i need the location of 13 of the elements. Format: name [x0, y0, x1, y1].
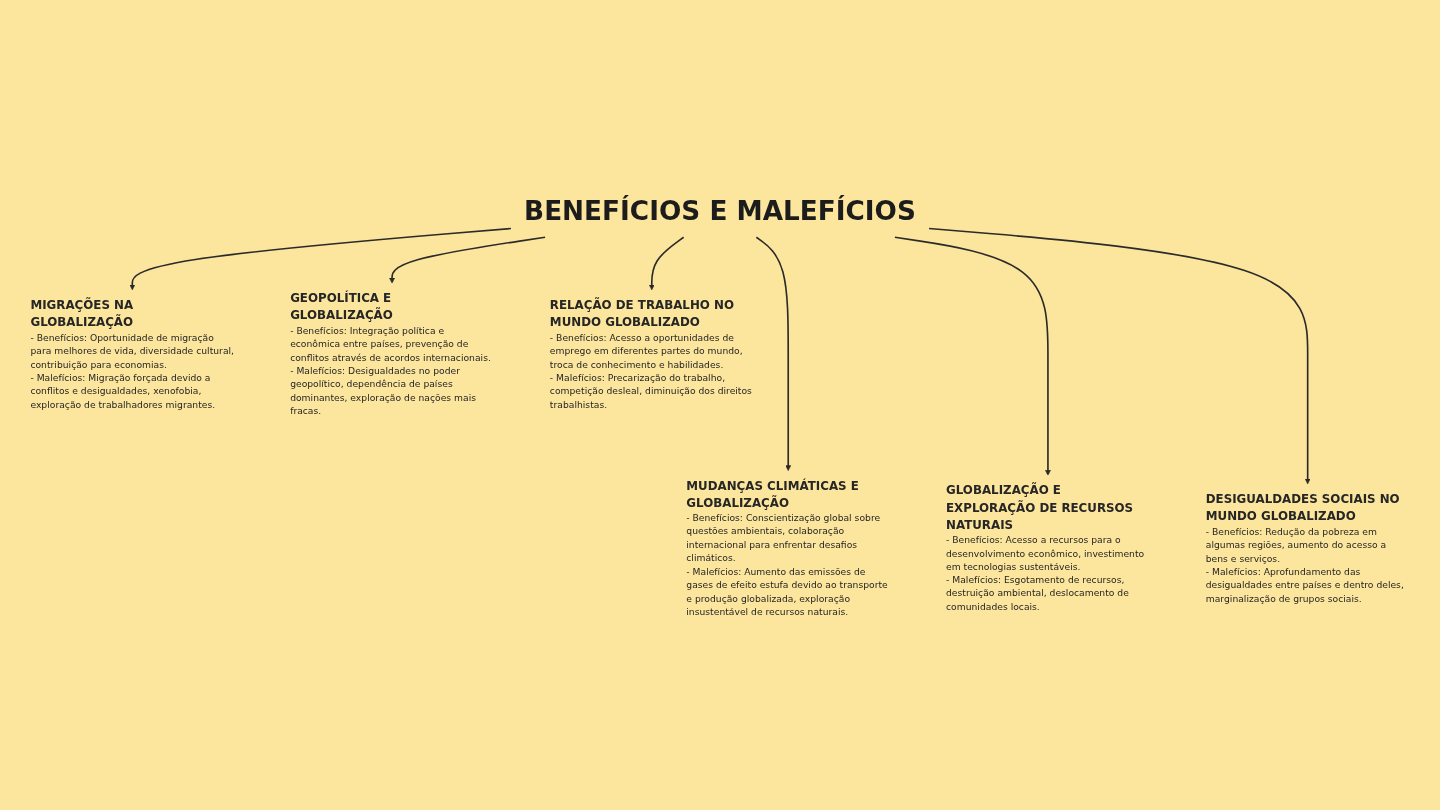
arrow	[648, 236, 685, 291]
arrow	[755, 236, 792, 471]
node-text: GEOPOLÍTICA E GLOBALIZAÇÃO - Benefícios: Integração política e econômica entre países, prevenção de conflitos através de acordos internacionais. - Malefícios: Desigualdades no poder geopolítico, dependência de países dominantes, exploração de nações mais fracas.	[290, 291, 491, 417]
node-text: BENEFÍCIOS E MALEFÍCIOS	[524, 195, 916, 227]
arrow	[928, 227, 1311, 485]
arrow	[129, 227, 512, 291]
arrow	[894, 236, 1051, 476]
node-text: RELAÇÃO DE TRABALHO NO MUNDO GLOBALIZADO - Benefícios: Acesso a oportunidades de emprego em diferentes partes do mundo, troca de conhecimento e habilidades. - Malefícios: Precarização do trabalho, competição desleal, diminuição dos direitos trabalhistas.	[549, 297, 752, 410]
node-text: MIGRAÇÕES NA GLOBALIZAÇÃO - Benefícios: Oportunidade de migração para melhores de vida, diversidade cultural, contribuição para economias. - Malefícios: Migração forçada devido a conflitos e desigualdades, xenofobia, exploração de trabalhadores migrantes.	[30, 297, 235, 410]
node-text: MUDANÇAS CLIMÁTICAS E GLOBALIZAÇÃO - Benefícios: Conscientização global sobre questões ambientais, colaboração internacional para enfrentar desafios climáticos. - Malefícios: Aumento das emissões de gases de efeito estufa devido ao transporte e produção globalizada, exploração insustentável de recursos naturais.	[686, 478, 888, 617]
arrow	[389, 236, 546, 284]
node-text: GLOBALIZAÇÃO E EXPLORAÇÃO DE RECURSOS NATURAIS - Benefícios: Acesso a recursos para o desenvolvimento econômico, investimento em tecnologias sustentáveis. - Malefícios: Esgotamento de recursos, destruição ambiental, deslocamento de comunidades locais.	[946, 483, 1145, 613]
node-text: DESIGUALDADES SOCIAIS NO MUNDO GLOBALIZADO - Benefícios: Redução da pobreza em algumas regiões, aumento do acesso a bens e serviços. - Malefícios: Aprofundamento das desigualdades entre países e dentro deles, marginalização de grupos sociais.	[1205, 491, 1404, 604]
